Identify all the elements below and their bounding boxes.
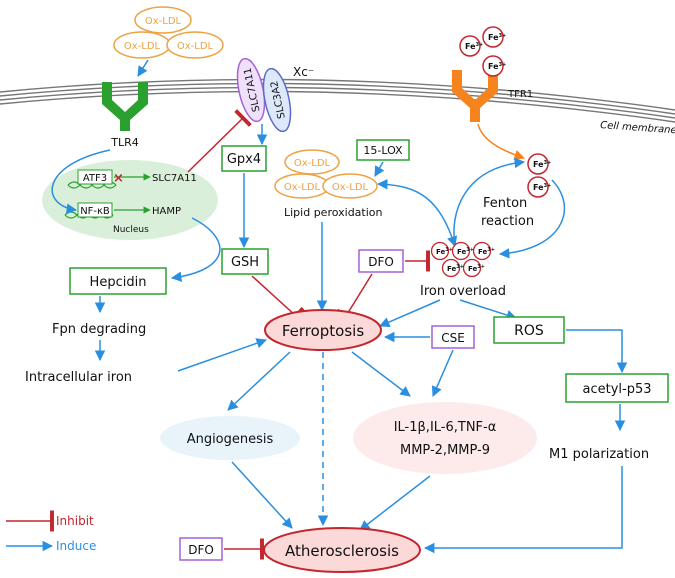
iron-lipid-bidirectional-arrow xyxy=(376,178,458,247)
ox-ldl-label: Ox-LDL xyxy=(177,41,214,52)
ferroptosis-label: Ferroptosis xyxy=(282,322,365,340)
atf3-label: ATF3 xyxy=(83,173,107,184)
ox-ldl-label: Ox-LDL xyxy=(145,16,182,27)
legend-induce-label: Induce xyxy=(56,539,96,553)
ox-ldl-cluster-top xyxy=(113,6,224,59)
block-mark: × xyxy=(113,171,124,186)
tlr4-receptor-icon xyxy=(102,82,148,131)
ox-ldl-label: Ox-LDL xyxy=(332,182,369,193)
cse-to-cytokines-arrow xyxy=(431,349,454,397)
cytokines-line-2: MMP-2,MMP-9 xyxy=(400,443,490,458)
ferroptosis-node xyxy=(264,309,382,351)
angiogenesis-label: Angiogenesis xyxy=(187,432,274,447)
fe-label: Fe3+ xyxy=(533,183,551,192)
acetyl-p53-box xyxy=(565,373,669,403)
atf3-box xyxy=(77,169,113,185)
atherosclerosis-label: Atherosclerosis xyxy=(285,542,399,560)
hepcidin-box xyxy=(69,267,167,295)
cytokines-line-1: IL-1β,IL-6,TNF-α xyxy=(394,420,497,435)
slc7a11-gene-label: SLC7A11 xyxy=(152,173,197,184)
fe-label: Fe3+ xyxy=(478,247,495,256)
fe-label: Fe3+ xyxy=(465,42,483,51)
iron-overload-label: Iron overload xyxy=(420,284,506,299)
lox15-to-oxldl-arrow xyxy=(374,161,385,177)
hepcidin-label: Hepcidin xyxy=(90,275,147,290)
slc7a11-inhibit-line xyxy=(187,109,252,173)
acetyl-p53-label: acetyl-p53 xyxy=(583,382,652,397)
arrow-oxldl-to-tlr4 xyxy=(137,59,149,77)
lipid-peroxidation-label: Lipid peroxidation xyxy=(284,206,383,219)
iron-to-ferroptosis-arrow xyxy=(177,338,267,372)
dfo-box-top xyxy=(358,249,404,273)
xc-transporter xyxy=(236,57,292,133)
cse-label: CSE xyxy=(441,331,465,345)
lox15-label: 15-LOX xyxy=(363,144,403,157)
ox-ldl-label: Ox-LDL xyxy=(124,41,161,52)
xc-label: Xc⁻ xyxy=(293,65,314,79)
angiogenesis-node xyxy=(160,416,300,460)
fe-ions-overload xyxy=(430,241,492,278)
legend-inhibit-label: Inhibit xyxy=(56,514,94,528)
fe-ion-labels-overload: Fe3+ Fe3+ Fe3+ Fe3+ Fe3+ xyxy=(436,247,495,273)
cse-box xyxy=(431,325,475,349)
atherosclerosis-node xyxy=(263,527,421,573)
gpx4-box xyxy=(221,145,267,172)
m1-polarization-label: M1 polarization xyxy=(549,447,649,462)
fe-ions-fenton xyxy=(527,153,549,198)
ox-ldl-label: Ox-LDL xyxy=(284,182,321,193)
fe-label: Fe3+ xyxy=(436,247,453,256)
dfo-inhibit-ferroptosis xyxy=(336,273,373,324)
dfo-label: DFO xyxy=(368,255,394,269)
fpn-degrading-label: Fpn degrading xyxy=(52,322,146,337)
dfo-box-bottom xyxy=(179,537,223,561)
cytokines-node xyxy=(353,402,537,474)
fe-label: Fe3+ xyxy=(447,264,464,273)
cell-membrane-label: Cell membrane xyxy=(600,120,675,136)
tlr4-label: TLR4 xyxy=(110,136,139,149)
iron-to-ferroptosis-arrow xyxy=(379,299,441,328)
hamp-to-hepcidin-arrow xyxy=(170,217,221,282)
ferroptosis-to-cytokines-arrow xyxy=(351,351,411,397)
intracellular-iron-label: Intracellular iron xyxy=(25,370,132,385)
m1-to-atherosclerosis-arrow xyxy=(423,466,623,554)
cytokines-to-atherosclerosis-arrow xyxy=(359,475,431,531)
hamp-label: HAMP xyxy=(152,206,181,217)
ox-ldl-cluster-mid xyxy=(274,149,378,199)
dfo-label: DFO xyxy=(188,543,214,557)
fe-label: Fe3+ xyxy=(457,247,474,256)
legend: Inhibit Induce xyxy=(6,510,96,553)
ferroptosis-to-angiogenesis-arrow xyxy=(227,351,291,411)
nucleus-label: Nucleus xyxy=(113,225,149,235)
fe-label: Fe3+ xyxy=(468,264,485,273)
fenton-label-1: Fenton xyxy=(483,196,527,211)
fenton-cycle-right xyxy=(498,179,566,259)
nfkb-label: NF-κB xyxy=(80,206,110,217)
gsh-inhibit-ferroptosis xyxy=(251,275,305,326)
lox15-box xyxy=(356,139,410,161)
angiogenesis-to-atherosclerosis-arrow xyxy=(231,461,293,529)
gsh-box xyxy=(221,248,269,275)
fenton-label-2: reaction xyxy=(481,214,534,229)
fe-ions-top xyxy=(459,26,504,77)
fenton-cycle-left xyxy=(453,157,526,245)
cell-membrane xyxy=(0,78,675,123)
tlr4-to-nfkb-arrow xyxy=(51,149,111,214)
ros-label: ROS xyxy=(514,323,544,339)
fe-ion-labels-top: Fe3+ Fe3+ Fe3+ xyxy=(465,33,506,71)
ox-ldl-label: Ox-LDL xyxy=(294,158,331,169)
fe-label: Fe3+ xyxy=(533,160,551,169)
tfr1-import-arrow xyxy=(477,123,525,160)
ros-to-p53-arrow xyxy=(566,329,628,374)
fe-label: Fe3+ xyxy=(488,62,506,71)
iron-to-ros-arrow xyxy=(459,299,517,321)
fe-label: Fe3+ xyxy=(488,33,506,42)
nfkb-box xyxy=(77,202,113,218)
tfr1-label: TFR1 xyxy=(507,89,533,100)
ros-box xyxy=(493,316,565,344)
gpx4-label: Gpx4 xyxy=(227,152,261,167)
gsh-label: GSH xyxy=(231,255,259,270)
